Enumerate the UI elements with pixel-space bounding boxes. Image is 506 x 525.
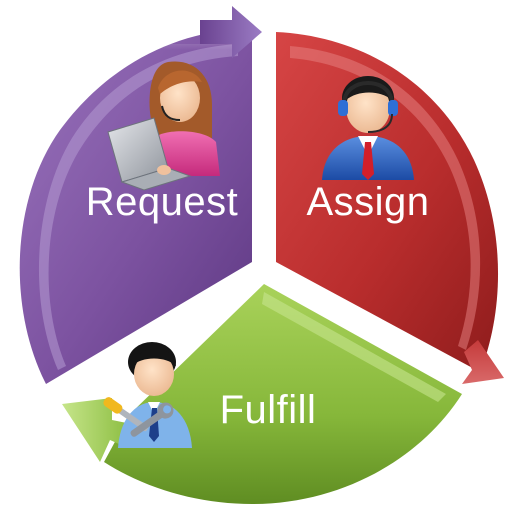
request-arrow-head [200, 6, 262, 58]
assign-arrow-head [462, 340, 504, 384]
fulfill-segment [62, 284, 462, 504]
request-label: Request [86, 180, 238, 224]
fulfill-label: Fulfill [220, 388, 317, 432]
assign-label: Assign [306, 180, 429, 224]
technician-with-tools-icon [103, 342, 192, 448]
headset-agent-icon [322, 76, 414, 180]
fulfill-arrow-head [62, 398, 132, 462]
assign-segment [276, 32, 504, 384]
woman-at-laptop-icon [107, 61, 220, 191]
